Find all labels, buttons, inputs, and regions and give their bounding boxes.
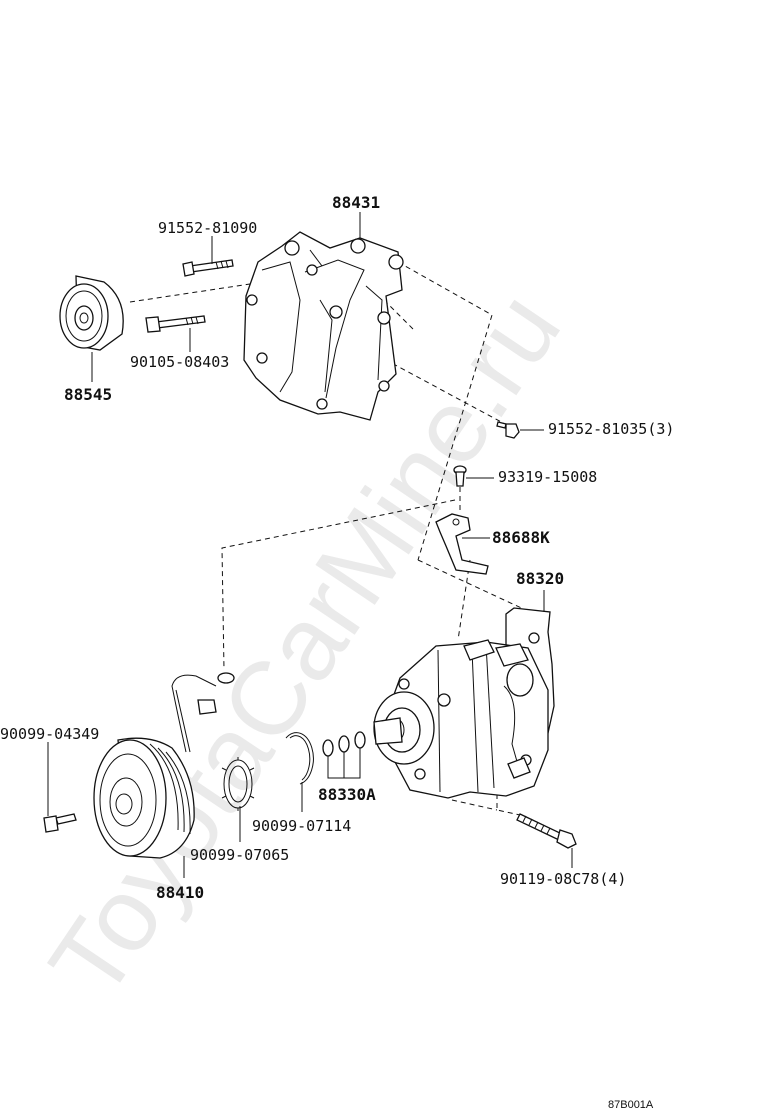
retainer-90099-07065: [221, 757, 255, 811]
label-88410: 88410: [156, 883, 204, 902]
label-88431: 88431: [332, 193, 380, 212]
bolt-90099-04349: [43, 813, 77, 833]
label-88545: 88545: [64, 385, 112, 404]
clamp-88688K: [435, 513, 489, 575]
magnetic-clutch-88410: [93, 672, 235, 859]
snap-ring-90099-07114: [285, 732, 314, 785]
shims-88330A: [322, 731, 366, 757]
diagram-code: 87B001A: [608, 1099, 654, 1111]
label-90105-08403: 90105-08403: [130, 353, 229, 371]
label-91552-81035: 91552-81035(3): [548, 420, 674, 438]
bolt-90119-08C78: [516, 813, 577, 849]
bracket-88431: [243, 231, 404, 421]
label-90099-07114: 90099-07114: [252, 817, 351, 835]
bolt-90105-08403: [145, 315, 206, 333]
label-93319-15008: 93319-15008: [498, 468, 597, 486]
bolt-91552-81090: [182, 259, 234, 277]
leader-lines: [47, 212, 573, 878]
label-88320: 88320: [516, 569, 564, 588]
idler-pulley-88545: [59, 275, 124, 351]
bolt-93319-15008: [453, 465, 467, 487]
compressor-88320: [373, 607, 555, 799]
label-88688K: 88688K: [492, 528, 550, 547]
label-90099-07065: 90099-07065: [190, 846, 289, 864]
label-88330A: 88330A: [318, 785, 376, 804]
label-91552-81090: 91552-81090: [158, 219, 257, 237]
bolt-91552-81035: [496, 421, 520, 439]
label-90099-04349: 90099-04349: [0, 725, 99, 743]
label-90119-08C78: 90119-08C78(4): [500, 870, 626, 888]
